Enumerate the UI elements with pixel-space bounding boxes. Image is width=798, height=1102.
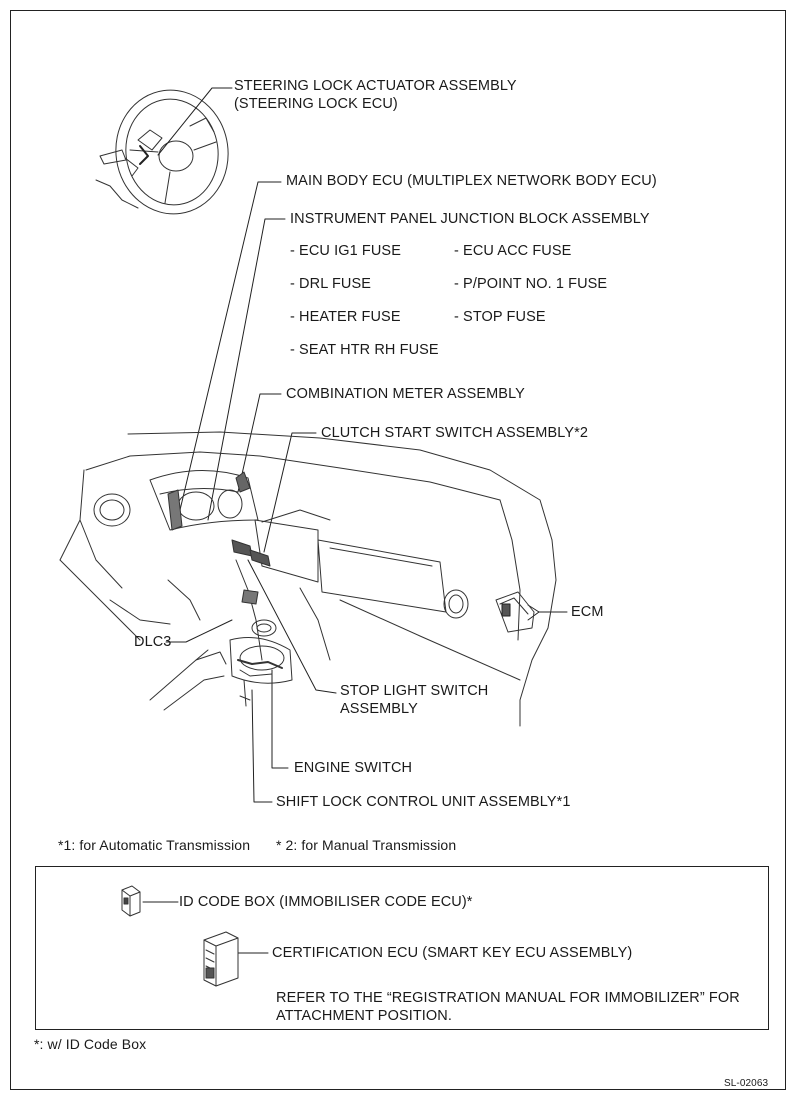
registration-note-line1: REFER TO THE “REGISTRATION MANUAL FOR IM… — [276, 990, 740, 1006]
steering-wheel-illustration — [95, 89, 229, 215]
id-code-box-icon — [121, 885, 141, 917]
figure-frame — [10, 10, 786, 1090]
stop-light-switch-label-line2: ASSEMBLY — [340, 701, 418, 717]
registration-note-line2: ATTACHMENT POSITION. — [276, 1008, 453, 1024]
fuse-item: - SEAT HTR RH FUSE — [290, 342, 439, 358]
stop-light-switch-label-line1: STOP LIGHT SWITCH — [340, 683, 489, 699]
ip-junction-block-label: INSTRUMENT PANEL JUNCTION BLOCK ASSEMBLY — [290, 211, 650, 227]
fuse-item: - DRL FUSE — [290, 276, 372, 292]
main-body-ecu-label: MAIN BODY ECU (MULTIPLEX NETWORK BODY EC… — [286, 173, 657, 189]
footnote-manual: * 2: for Manual Transmission — [276, 837, 457, 853]
id-code-box-footnote: *: w/ ID Code Box — [34, 1036, 147, 1052]
clutch-start-switch-label: CLUTCH START SWITCH ASSEMBLY*2 — [321, 425, 589, 441]
leader-lines — [142, 87, 568, 954]
steering-lock-label-line2: (STEERING LOCK ECU) — [234, 96, 398, 112]
dlc3-label: DLC3 — [134, 634, 172, 650]
fuse-item: - ECU ACC FUSE — [454, 243, 572, 259]
engine-switch-label: ENGINE SWITCH — [294, 760, 413, 776]
immobiliser-note-box — [35, 866, 769, 1030]
fuse-item: - HEATER FUSE — [290, 309, 401, 325]
footnote-automatic: *1: for Automatic Transmission — [58, 837, 251, 853]
combination-meter-label: COMBINATION METER ASSEMBLY — [286, 386, 525, 402]
certification-ecu-label: CERTIFICATION ECU (SMART KEY ECU ASSEMBL… — [272, 945, 633, 961]
figure-id: SL-02063 — [724, 1078, 769, 1089]
dashboard-illustration — [59, 431, 557, 727]
id-code-box-label: ID CODE BOX (IMMOBILISER CODE ECU)* — [179, 894, 473, 910]
certification-ecu-icon — [203, 931, 239, 987]
fuse-item: - STOP FUSE — [454, 309, 546, 325]
shift-lock-label: SHIFT LOCK CONTROL UNIT ASSEMBLY*1 — [276, 794, 571, 810]
ecm-label: ECM — [571, 604, 604, 620]
fuse-item: - ECU IG1 FUSE — [290, 243, 401, 259]
steering-lock-label-line1: STEERING LOCK ACTUATOR ASSEMBLY — [234, 78, 517, 94]
fuse-item: - P/POINT NO. 1 FUSE — [454, 276, 608, 292]
